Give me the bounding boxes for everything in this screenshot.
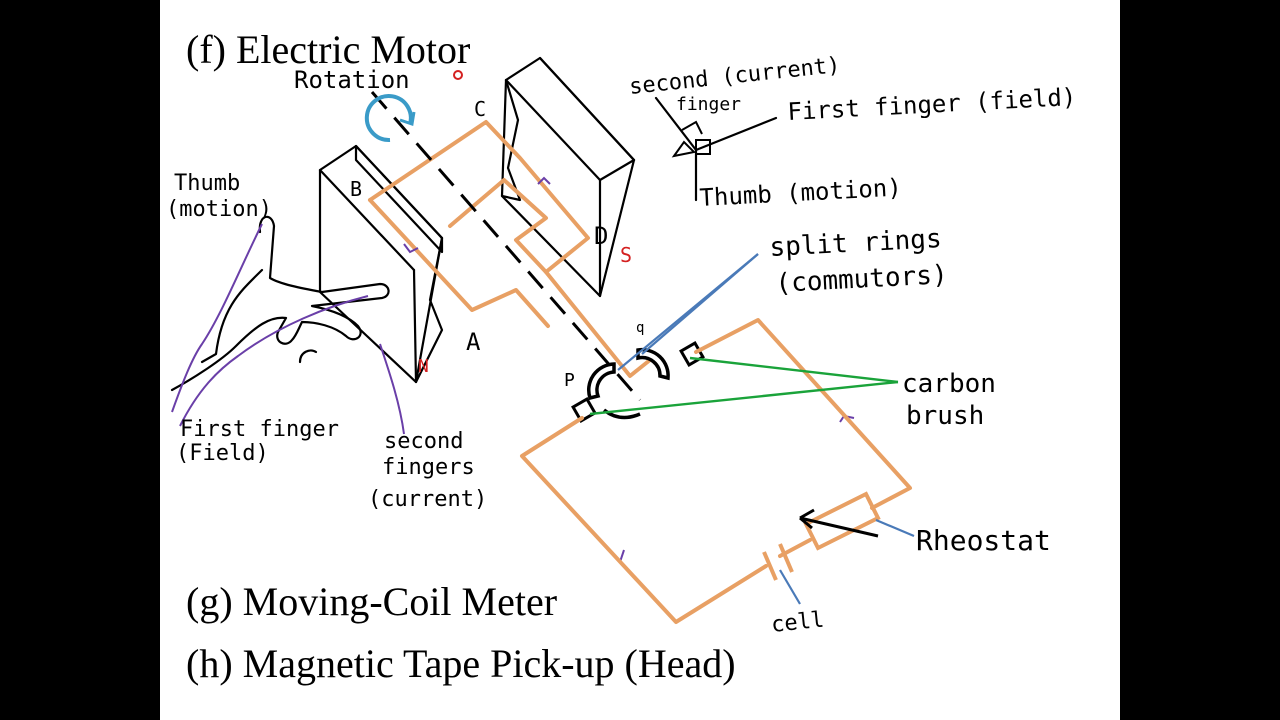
label-fingers: fingers — [382, 455, 475, 480]
fleming-axes — [654, 96, 778, 202]
cell-battery-icon — [762, 543, 794, 581]
heading-electric-motor: (f) Electric Motor — [186, 27, 471, 72]
label-axis-first-finger: First finger (field) — [787, 83, 1077, 126]
magnet-south-block — [500, 56, 636, 298]
left-hand-sketch — [170, 215, 405, 435]
marker-dot — [453, 70, 463, 80]
heading-moving-coil-meter: (g) Moving-Coil Meter — [186, 579, 558, 624]
label-cell: cell — [770, 608, 825, 638]
label-corner-d: D — [594, 222, 608, 250]
label-thumb-motion: (motion) — [166, 197, 272, 222]
label-corner-b: B — [350, 177, 362, 201]
coil-loop — [368, 120, 652, 378]
label-corner-a: A — [466, 328, 481, 356]
rheostat-resistor-icon — [799, 491, 881, 551]
coil-direction-mark-1 — [403, 243, 419, 254]
label-rotation: Rotation — [294, 66, 410, 94]
external-circuit — [520, 318, 912, 624]
label-ring-p: P — [564, 370, 575, 391]
label-first-finger: First finger — [180, 417, 339, 442]
rotation-arrow-icon — [364, 94, 416, 143]
pointer-cell — [779, 569, 801, 605]
label-thumb: Thumb — [174, 171, 240, 196]
label-axis-finger: finger — [676, 94, 741, 115]
electric-motor-diagram: Rotation B C D A S N P q Thumb (motion) … — [166, 53, 1077, 638]
label-commutors: (commutors) — [775, 260, 949, 299]
label-carbon: carbon — [902, 369, 996, 399]
label-axis-second-finger: second (current) — [628, 53, 841, 100]
pointer-rheostat — [875, 518, 915, 538]
label-current: (current) — [368, 487, 487, 512]
pointer-carbon-brush-1 — [689, 356, 899, 384]
label-pole-n: N — [418, 356, 429, 377]
label-ring-q: q — [636, 320, 644, 336]
label-rheostat: Rheostat — [916, 524, 1051, 557]
label-split-rings: split rings — [769, 224, 943, 263]
pointer-carbon-brush-2 — [589, 380, 899, 416]
rotation-axis — [370, 91, 642, 401]
heading-magnetic-tape-pickup: (h) Magnetic Tape Pick-up (Head) — [186, 641, 736, 686]
label-first-finger-field: (Field) — [176, 441, 269, 466]
label-second: second — [384, 429, 463, 454]
label-pole-s: S — [620, 243, 632, 267]
label-corner-c: C — [474, 97, 486, 121]
slide: (f) Electric Motor (g) Moving-Coil Meter… — [160, 0, 1120, 720]
coil-direction-mark-2 — [537, 176, 551, 185]
label-axis-thumb: Thumb (motion) — [699, 173, 902, 212]
label-brush: brush — [906, 401, 984, 431]
pointer-split-rings-2 — [617, 253, 759, 371]
